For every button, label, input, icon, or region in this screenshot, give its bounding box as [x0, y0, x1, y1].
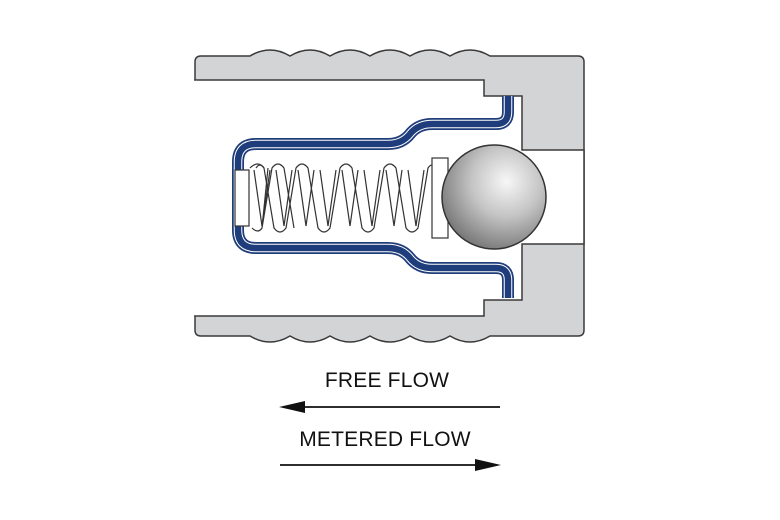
free-flow-label: FREE FLOW [324, 369, 450, 392]
spring-seat [234, 169, 250, 227]
free-flow-arrow [279, 401, 500, 413]
metered-flow-arrow [280, 459, 501, 471]
metered-flow-label: METERED FLOW [299, 428, 471, 451]
check-ball-icon [441, 144, 547, 250]
coil-spring-icon [249, 163, 437, 233]
